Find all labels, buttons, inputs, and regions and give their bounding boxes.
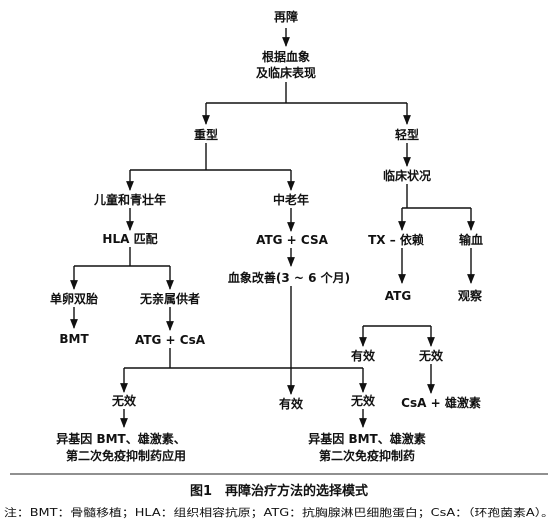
node-severe: 重型 bbox=[194, 127, 218, 142]
node-tx-dependent: TX – 依赖 bbox=[368, 232, 424, 247]
node-unrelated: 无亲属供者 bbox=[139, 291, 200, 306]
node-outcome-left-line1: 异基因 BMT、雄激素、 bbox=[56, 431, 185, 446]
node-ineffective-mild: 无效 bbox=[418, 348, 444, 363]
node-atg-csa-elderly: ATG + CSA bbox=[256, 233, 328, 247]
node-assess-line2: 及临床表现 bbox=[256, 65, 316, 80]
node-atg-csa-young: ATG + CsA bbox=[135, 333, 206, 347]
nodes: 再障 根据血象 及临床表现 重型 轻型 儿童和青壮年 中老年 临床状况 HLA … bbox=[50, 9, 483, 463]
node-effective-mid: 有效 bbox=[279, 396, 304, 411]
figure-footnote: 注：BMT：骨髓移植；HLA：组织相容抗原；ATG：抗胸腺淋巴细胞蛋白；CsA：… bbox=[4, 506, 554, 519]
node-mild: 轻型 bbox=[395, 127, 419, 142]
node-transfusion: 输血 bbox=[459, 232, 483, 247]
node-outcome-left-line2: 第二次免疫抑制药应用 bbox=[66, 448, 186, 463]
figure-caption: 图1 再障治疗方法的选择模式 bbox=[190, 483, 368, 499]
node-observe: 观察 bbox=[458, 288, 483, 303]
node-young: 儿童和青壮年 bbox=[93, 192, 166, 207]
node-root: 再障 bbox=[274, 9, 298, 24]
node-csa-androgen: CsA + 雄激素 bbox=[401, 395, 481, 410]
node-ineffective-left: 无效 bbox=[111, 393, 137, 408]
node-elderly: 中老年 bbox=[273, 192, 309, 207]
node-twin: 单卵双胎 bbox=[50, 291, 98, 306]
node-effective-mild: 有效 bbox=[351, 348, 376, 363]
node-assess-line1: 根据血象 bbox=[262, 49, 310, 64]
node-hla: HLA 匹配 bbox=[102, 231, 157, 246]
node-bmt: BMT bbox=[59, 332, 89, 346]
node-outcome-mid-line2: 第二次免疫抑制药 bbox=[319, 448, 415, 463]
node-improve: 血象改善(3 ~ 6 个月) bbox=[228, 270, 350, 285]
node-clinical: 临床状况 bbox=[383, 168, 431, 183]
connectors bbox=[70, 28, 475, 428]
node-outcome-mid-line1: 异基因 BMT、雄激素 bbox=[308, 431, 425, 446]
node-atg-mild: ATG bbox=[385, 289, 411, 303]
node-ineffective-mid: 无效 bbox=[350, 393, 376, 408]
